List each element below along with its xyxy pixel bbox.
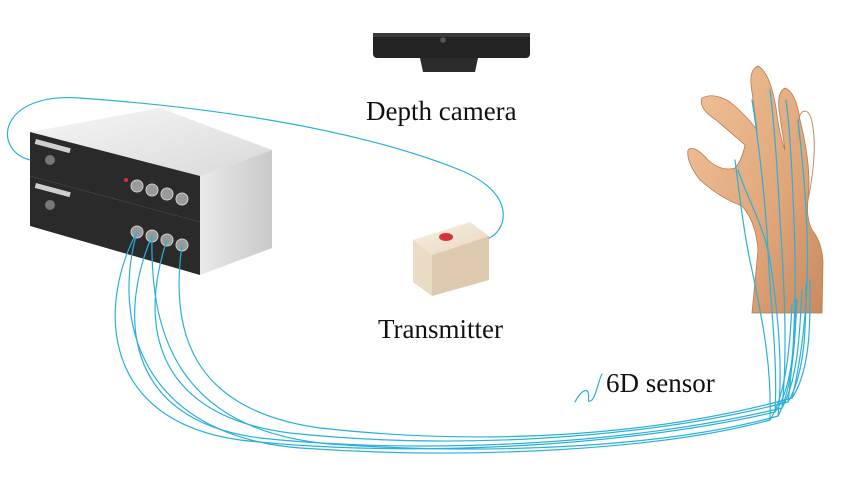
hand xyxy=(688,66,823,313)
sensor-label: 6D sensor xyxy=(606,370,715,397)
sensor-legend-icon xyxy=(575,374,602,402)
depth-camera xyxy=(373,33,530,72)
tracking-unit xyxy=(30,108,272,275)
transmitter-cube xyxy=(413,222,489,296)
depth-camera-label: Depth camera xyxy=(366,98,517,125)
transmitter-label: Transmitter xyxy=(378,316,503,343)
